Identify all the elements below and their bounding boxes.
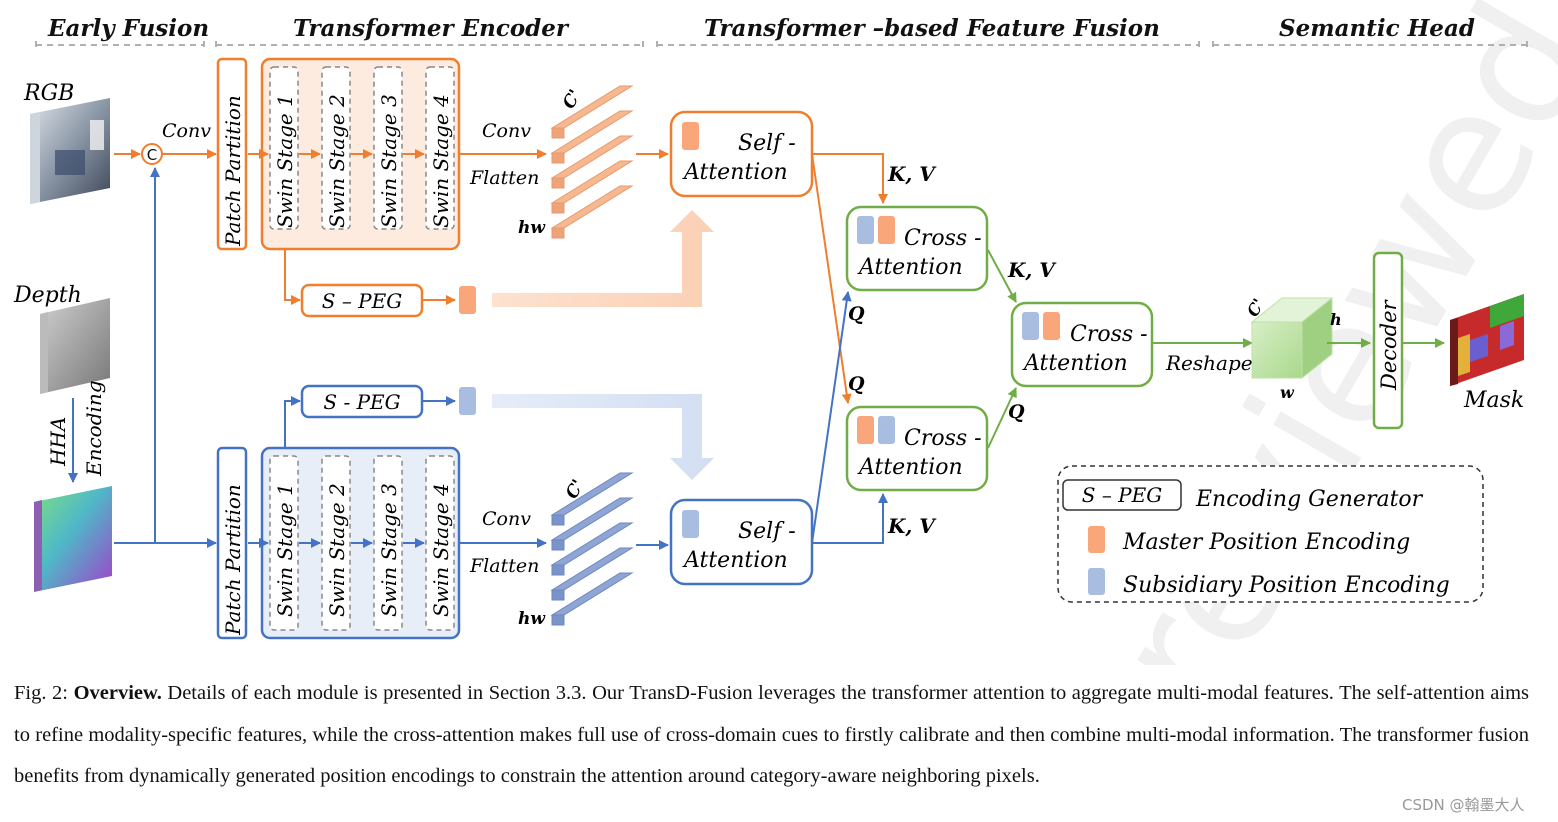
section-early-fusion: Early Fusion: [47, 15, 209, 42]
hha-encoding-arrow: HHA Encoding: [46, 380, 106, 483]
rgb-conv-label: Conv: [482, 120, 531, 142]
cross-attention-bottom: Cross - Attention: [845, 405, 989, 492]
rgb-patch-partition-box: [216, 57, 248, 251]
kv-label-final: K, V: [1007, 258, 1057, 282]
rgb-self-attention: Self - Attention: [669, 110, 814, 198]
caption-text: Details of each module is presented in S…: [14, 682, 1530, 787]
section-feature-fusion: Transformer –based Feature Fusion: [704, 15, 1160, 42]
reshape-label: Reshape: [1165, 351, 1253, 375]
depth-label: Depth: [13, 283, 82, 308]
hha-to-concat-arrow: [114, 167, 160, 544]
rgb-flatten-label: Flatten: [469, 167, 539, 189]
legend-master-swatch: [1088, 526, 1105, 553]
legend: S – PEG Encoding Generator Master Positi…: [1057, 465, 1484, 603]
legend-encoding-generator: Encoding Generator: [1195, 487, 1424, 512]
subsidiary-position-encoding-token: [459, 387, 476, 415]
depth-swin-stage-1: Swin Stage 1: [273, 483, 297, 617]
reshaped-feature-cube: [1250, 296, 1334, 380]
rgb-label: RGB: [23, 81, 74, 106]
section-semantic-head: Semantic Head: [1279, 15, 1475, 42]
decoder-label: Decoder: [1377, 298, 1401, 391]
svg-text:Self -: Self -: [738, 519, 796, 544]
cross-attention-final: Cross - Attention: [1010, 301, 1154, 388]
master-position-encoding-token: [459, 286, 476, 314]
cross-attention-top: Cross - Attention: [845, 205, 989, 292]
rgb-swin-stage-3: Swin Stage 3: [377, 94, 401, 228]
caption-fig-number: Fig. 2:: [14, 682, 68, 704]
depth-flatten-label: Flatten: [469, 555, 539, 577]
rgb-encoding-flow-arrow: [492, 210, 714, 307]
mask-label: Mask: [1463, 388, 1524, 413]
svg-text:Cross -: Cross -: [904, 426, 982, 451]
rgb-encoder: Patch Partition Swin Stage 1 Swin Stage …: [216, 57, 714, 318]
kv-label-top: K, V: [887, 162, 937, 186]
rgb-swin-stage-4: Swin Stage 4: [429, 94, 453, 228]
fusion-arrows: [811, 153, 1017, 544]
csdn-watermark: CSDN @翰墨大人: [1402, 796, 1525, 814]
legend-subsidiary-swatch: [1088, 568, 1105, 595]
svg-text:Attention: Attention: [857, 455, 963, 480]
depth-encoding-flow-arrow: [492, 394, 714, 480]
rgb-c-label: C': [559, 86, 586, 112]
depth-swin-stage-2: Swin Stage 2: [325, 483, 349, 617]
depth-self-attention: Self - Attention: [669, 498, 814, 586]
depth-swin-stage-4: Swin Stage 4: [429, 483, 453, 617]
hha-image: [34, 486, 112, 592]
legend-speg-box: [1062, 479, 1182, 511]
depth-speg-branch-arrow: [284, 396, 301, 448]
depth-patch-partition-box: [216, 446, 248, 640]
depth-hw-label: hw: [518, 609, 546, 629]
depth-conv-label: Conv: [482, 508, 531, 530]
depth-speg-label: S - PEG: [323, 390, 400, 414]
legend-master-label: Master Position Encoding: [1122, 530, 1410, 555]
q-label-bottom: Q: [848, 373, 865, 395]
rgb-image: [30, 98, 110, 204]
rgb-hw-label: hw: [518, 218, 546, 238]
svg-text:Attention: Attention: [682, 548, 788, 573]
svg-text:Attention: Attention: [682, 160, 788, 185]
depth-encoder: Patch Partition Swin Stage 1 Swin Stage …: [216, 384, 714, 640]
mask-image: [1450, 294, 1524, 386]
depth-image: [40, 298, 110, 394]
early-conv-label: Conv: [162, 120, 211, 142]
svg-text:Attention: Attention: [1022, 351, 1128, 376]
cube-h-label: h: [1330, 310, 1342, 329]
rgb-speg-branch-arrow: [284, 249, 301, 305]
svg-text:Cross -: Cross -: [1070, 322, 1148, 347]
q-label-final: Q: [1008, 401, 1025, 423]
decoder-box: [1372, 251, 1404, 430]
rgb-swin-stage-1: Swin Stage 1: [273, 94, 297, 228]
rgb-patch-partition-label: Patch Partition: [221, 95, 245, 247]
rgb-speg-label: S – PEG: [322, 289, 402, 313]
svg-text:Attention: Attention: [857, 255, 963, 280]
svg-text:Self -: Self -: [738, 131, 796, 156]
architecture-diagram: reviewed Early Fusion Transformer Encode…: [13, 0, 1558, 665]
rgb-swin-stage-2: Swin Stage 2: [325, 94, 349, 228]
kv-label-bottom: K, V: [887, 514, 937, 538]
cube-w-label: w: [1280, 383, 1295, 402]
section-headers: Early Fusion Transformer Encoder Transfo…: [35, 15, 1528, 50]
svg-text:Cross -: Cross -: [904, 226, 982, 251]
hha-label: HHA: [46, 417, 70, 467]
encoding-label: Encoding: [82, 380, 106, 477]
figure-caption: Fig. 2: Overview. Details of each module…: [14, 673, 1529, 798]
depth-patch-partition-label: Patch Partition: [221, 484, 245, 636]
legend-subsidiary-label: Subsidiary Position Encoding: [1123, 573, 1450, 598]
section-transformer-encoder: Transformer Encoder: [293, 15, 570, 42]
caption-title: Overview.: [73, 682, 162, 704]
concat-symbol: C: [147, 146, 157, 164]
q-label-top: Q: [848, 303, 865, 325]
legend-speg-label: S – PEG: [1082, 483, 1162, 507]
depth-swin-stage-3: Swin Stage 3: [377, 483, 401, 617]
